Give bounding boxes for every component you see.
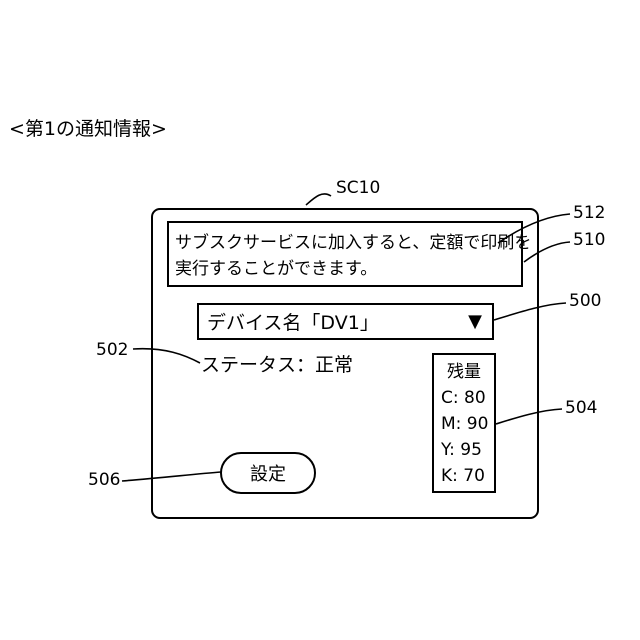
subscription-message-box: サブスクサービスに加入すると、定額で印刷を 実行することができます。 [167, 221, 523, 287]
figure-heading: <第1の通知情報> [9, 114, 167, 141]
ink-level-cyan: C: 80 [434, 385, 486, 411]
ink-level-box: 残量 C: 80 M: 90 Y: 95 K: 70 [432, 353, 496, 493]
status-text: ステータス：正常 [201, 350, 353, 377]
ink-level-title: 残量 [447, 359, 481, 385]
ink-level-black: K: 70 [434, 463, 485, 489]
message-line-1: サブスクサービスに加入すると、定額で印刷を [175, 230, 515, 256]
ref-sc10: SC10 [336, 178, 380, 198]
device-name-dropdown[interactable]: デバイス名「DV1」 ▼ [197, 303, 494, 340]
ref-510: 510 [573, 230, 605, 250]
device-name-label: デバイス名「DV1」 [207, 308, 379, 335]
ink-level-magenta: M: 90 [434, 411, 488, 437]
dropdown-arrow-icon: ▼ [468, 313, 482, 331]
ref-504: 504 [565, 398, 597, 418]
settings-button[interactable]: 設定 [220, 452, 316, 494]
ink-level-yellow: Y: 95 [434, 437, 482, 463]
ref-502: 502 [96, 340, 128, 360]
ref-512: 512 [573, 203, 605, 223]
ref-506: 506 [88, 470, 120, 490]
ref-500: 500 [569, 291, 601, 311]
leader-sc10 [306, 194, 331, 205]
message-line-2: 実行することができます。 [175, 256, 515, 282]
